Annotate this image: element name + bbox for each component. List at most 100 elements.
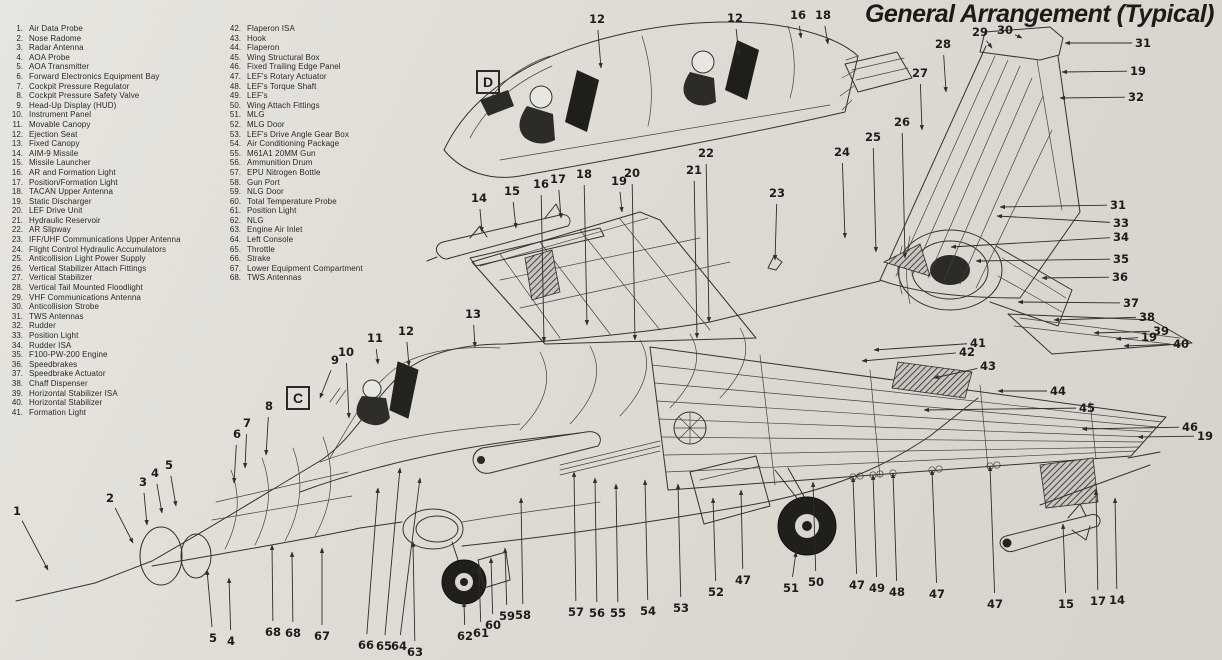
callout-number: 4: [227, 634, 235, 648]
legend-item-label: Horizontal Stabilizer ISA: [29, 388, 118, 398]
legend-item-label: LEF Drive Unit: [29, 206, 83, 216]
callout-number: 19: [1141, 330, 1157, 344]
legend-item: 1.Air Data Probe: [8, 24, 223, 34]
legend-item-label: MLG Door: [247, 119, 285, 129]
legend-item: 62.NLG: [226, 216, 396, 226]
legend-item: 23.IFF/UHF Communications Upper Antenna: [8, 235, 223, 245]
legend-item-number: 49.: [229, 91, 241, 101]
legend-item-number: 38.: [11, 378, 23, 388]
callout-leader-line: [1115, 336, 1139, 341]
legend-item-number: 7.: [16, 81, 23, 91]
legend-item-number: 66.: [229, 254, 241, 264]
callout-leader-line: [243, 433, 248, 469]
callout-number: 15: [504, 184, 520, 198]
inset-label-c: C: [286, 386, 310, 410]
callout-leader-line: [996, 214, 1111, 223]
callout-leader-line: [851, 476, 858, 575]
legend-item-label: Position/Formation Light: [29, 177, 118, 187]
legend-item: 49.LEF's: [226, 91, 396, 101]
callout-leader-line: [205, 569, 213, 628]
callout-leader-line: [930, 469, 938, 584]
legend-item-number: 64.: [229, 235, 241, 245]
callout-number: 52: [708, 585, 724, 599]
legend-item-label: Nose Radome: [29, 33, 82, 43]
callout-number: 66: [358, 638, 374, 652]
callout-leader-line: [346, 362, 351, 419]
legend-item: 47.LEF's Rotary Actuator: [226, 72, 396, 82]
callout-number: 62: [457, 629, 473, 643]
legend-item: 10.Instrument Panel: [8, 110, 223, 120]
callout-leader-line: [923, 407, 1077, 413]
legend-item-number: 17.: [11, 177, 23, 187]
legend-item-label: Strake: [247, 254, 271, 264]
legend-item-label: Wing Structural Box: [247, 52, 320, 62]
callout-number: 31: [1135, 36, 1151, 50]
callout-leader-line: [540, 194, 547, 343]
legend-item: 9.Head-Up Display (HUD): [8, 101, 223, 111]
legend-item-label: Horizontal Stabilizer: [29, 398, 103, 408]
legend-item: 41.Formation Light: [8, 408, 223, 418]
callout-leader-line: [861, 352, 957, 363]
callout-leader-line: [873, 343, 968, 352]
callout-number: 7: [243, 416, 251, 430]
legend-item-number: 4.: [16, 52, 23, 62]
callout-leader-line: [841, 162, 847, 239]
legend-item-number: 58.: [229, 177, 241, 187]
callout-number: 61: [473, 626, 489, 640]
legend-item: 38.Chaff Dispenser: [8, 379, 223, 389]
legend-item: 44.Flaperon: [226, 43, 396, 53]
legend-item: 65.Throttle: [226, 245, 396, 255]
legend-item: 24.Flight Control Hydraulic Accumulators: [8, 245, 223, 255]
legend-item-number: 65.: [229, 244, 241, 254]
legend-item-number: 56.: [229, 158, 241, 168]
callout-number: 29: [972, 25, 988, 39]
callout-number: 51: [783, 581, 799, 595]
legend-item: 42.Flaperon ISA: [226, 24, 396, 34]
legend-item-label: Instrument Panel: [29, 110, 92, 120]
legend-item-number: 11.: [12, 119, 23, 129]
callout-number: 47: [849, 578, 865, 592]
legend-item-number: 33.: [11, 331, 23, 340]
legend-item: 64.Left Console: [226, 235, 396, 245]
legend-item-label: EPU Nitrogen Bottle: [247, 167, 321, 177]
callout-number: 25: [865, 130, 881, 144]
legend-item-number: 68.: [229, 273, 241, 283]
legend-item: 6.Forward Electronics Equipment Bay: [8, 72, 223, 82]
callout-leader-line: [571, 471, 577, 602]
callout-number: 12: [398, 324, 414, 338]
legend-item: 11.Movable Canopy: [8, 120, 223, 130]
legend-item-number: 54.: [229, 139, 241, 149]
callout-leader-line: [170, 475, 178, 507]
callout-number: 45: [1079, 401, 1095, 415]
callout-leader-line: [156, 483, 164, 514]
callout-leader-line: [558, 189, 563, 219]
legend-item-number: 27.: [11, 273, 23, 283]
callout-number: 55: [610, 606, 626, 620]
legend-item: 19.Static Discharger: [8, 197, 223, 207]
callout-number: 5: [165, 458, 173, 472]
callout-leader-line: [675, 483, 682, 598]
callout-leader-line: [1112, 497, 1118, 590]
legend-item-number: 40.: [11, 398, 23, 408]
callout-leader-line: [143, 492, 149, 526]
callout-leader-line: [319, 370, 332, 399]
callout-number: 17: [1090, 594, 1106, 608]
legend-item: 39.Horizontal Stabilizer ISA: [8, 389, 223, 399]
callout-leader-line: [476, 567, 482, 623]
legend-item-label: AOA Transmitter: [29, 62, 90, 72]
callout-leader-line: [950, 237, 1111, 249]
legend-item-number: 60.: [229, 196, 241, 206]
legend-item-number: 9.: [16, 100, 23, 110]
callout-leader-line: [735, 28, 741, 57]
legend-item: 37.Speedbrake Actuator: [8, 369, 223, 379]
callout-leader-line: [289, 551, 295, 623]
legend-item-number: 53.: [229, 129, 241, 139]
legend-item-label: Flaperon: [247, 43, 280, 53]
legend-item: 54.Air Conditioning Package: [226, 139, 396, 149]
legend-item: 29.VHF Communications Antenna: [8, 293, 223, 303]
callout-number: 6: [233, 427, 241, 441]
legend-item-label: Vertical Stabilizer Attach Fittings: [29, 263, 147, 273]
legend-item-number: 57.: [229, 167, 241, 177]
callout-number: 3: [139, 475, 147, 489]
legend-item-number: 62.: [229, 215, 241, 225]
